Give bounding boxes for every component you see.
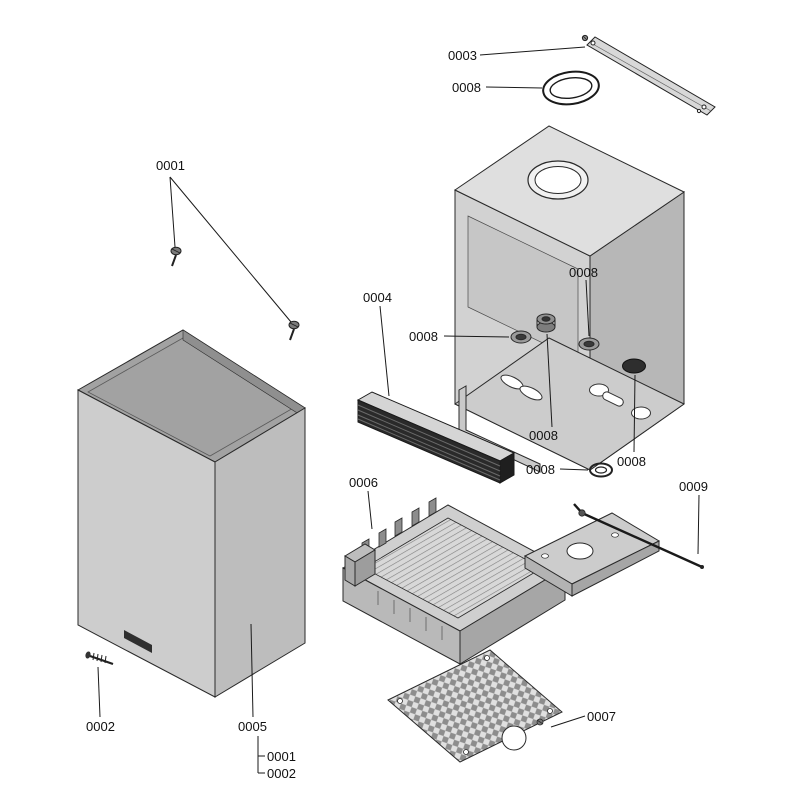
support-plate-part bbox=[523, 512, 661, 597]
mounting-rail-part bbox=[581, 34, 716, 116]
intake-grille-part bbox=[356, 391, 516, 484]
part-label-0007-plate: 0007 bbox=[587, 709, 616, 724]
perforated-plate-part bbox=[387, 649, 563, 763]
frame-vent-lines bbox=[377, 591, 443, 640]
part-label-0008-oring: 0008 bbox=[452, 80, 481, 95]
part-label-0006-base-frame: 0006 bbox=[349, 475, 378, 490]
rail-screw-icon bbox=[581, 34, 589, 42]
grommet-right bbox=[578, 337, 600, 351]
part-label-0002-included: 0002 bbox=[267, 766, 296, 781]
part-label-0008-grommet-left: 0008 bbox=[409, 329, 438, 344]
vent-slot bbox=[124, 630, 152, 653]
grommet-center bbox=[536, 313, 556, 333]
base-frame-part bbox=[341, 497, 567, 665]
screw-bottom-left bbox=[85, 651, 114, 666]
plate-screw-icon bbox=[536, 718, 544, 726]
leader-lines bbox=[97, 46, 700, 774]
grommet-left bbox=[510, 330, 532, 344]
part-label-0002-screw: 0002 bbox=[86, 719, 115, 734]
sealing-ring-part bbox=[589, 462, 613, 478]
oring-gasket-part bbox=[542, 70, 600, 106]
part-label-0008-grommet-mid: 0008 bbox=[529, 428, 558, 443]
part-label-0004-grille: 0004 bbox=[363, 290, 392, 305]
part-label-0008-disc: 0008 bbox=[617, 454, 646, 469]
screw-top-left bbox=[170, 246, 182, 267]
part-label-0001-screws: 0001 bbox=[156, 158, 185, 173]
fixing-rod-part bbox=[573, 503, 704, 569]
part-label-0009-rod: 0009 bbox=[679, 479, 708, 494]
frame-clips bbox=[361, 497, 437, 558]
inner-casing-part bbox=[454, 125, 685, 473]
screw-top-right bbox=[288, 320, 300, 341]
part-label-0003: 0003 bbox=[448, 48, 477, 63]
sealing-disc bbox=[622, 358, 646, 374]
flue-collar bbox=[527, 160, 589, 200]
part-label-0008-grommet-top: 0008 bbox=[569, 265, 598, 280]
part-label-0008-sealing-ring: 0008 bbox=[526, 462, 555, 477]
part-label-0005-outer-casing: 0005 bbox=[238, 719, 267, 734]
part-label-0001-included: 0001 bbox=[267, 749, 296, 764]
frame-end-block bbox=[344, 543, 376, 587]
floor-openings bbox=[500, 374, 651, 420]
outer-casing-part bbox=[76, 329, 306, 698]
